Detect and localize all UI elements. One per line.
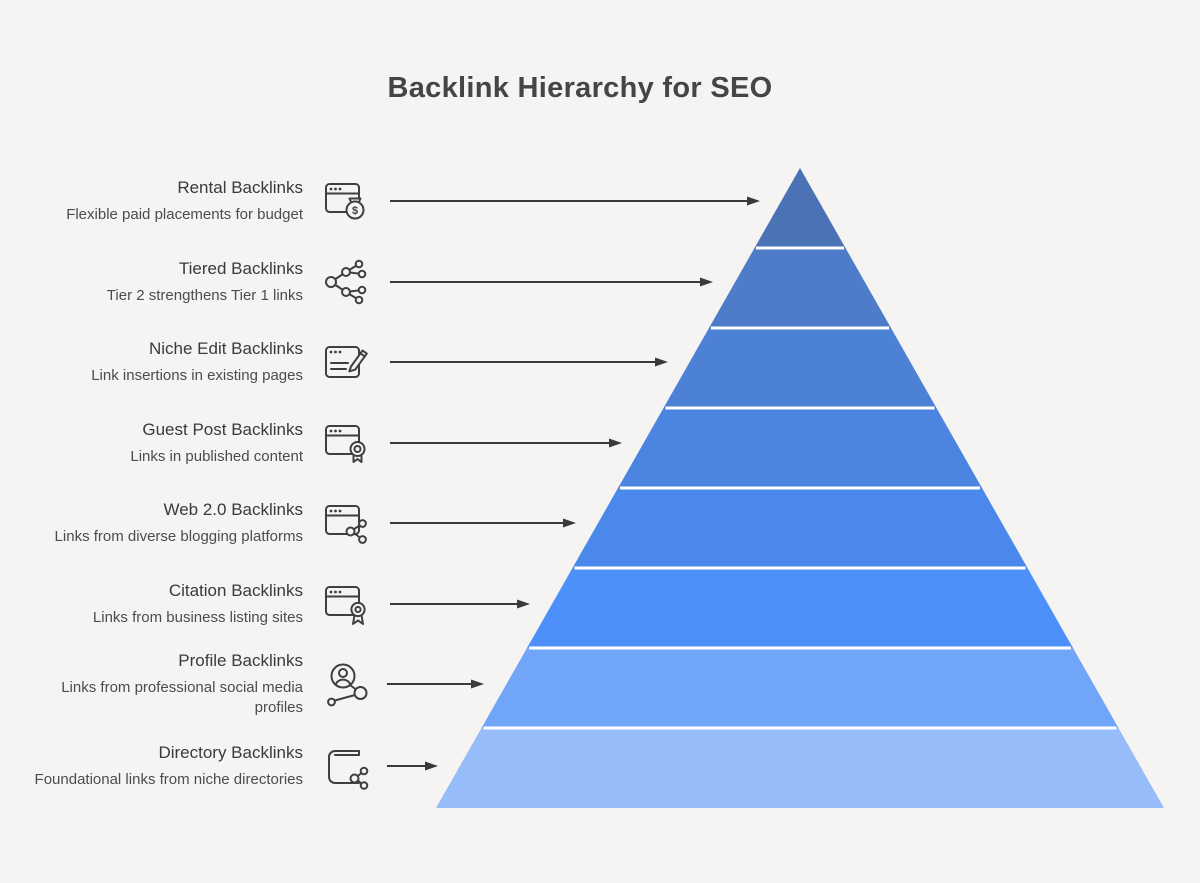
level-title: Rental Backlinks: [177, 178, 303, 197]
pyramid-layer-5: [572, 488, 1028, 568]
level-title: Web 2.0 Backlinks: [163, 500, 303, 519]
arrow-citation: [390, 599, 530, 609]
svg-text:$: $: [352, 205, 358, 217]
browser-share-icon: [322, 499, 370, 547]
arrow-web20: [390, 518, 576, 528]
profile-network-icon: [322, 660, 370, 708]
page-title: Backlink Hierarchy for SEO: [387, 72, 773, 104]
level-title: Directory Backlinks: [158, 743, 303, 762]
network-tiered-icon: [322, 258, 370, 306]
level-row-niche-edit: Niche Edit Backlinks Link insertions in …: [20, 336, 370, 388]
level-title: Citation Backlinks: [168, 581, 303, 600]
pyramid-layer-8: [436, 728, 1164, 808]
level-title: Tiered Backlinks: [178, 259, 303, 278]
level-description: Tier 2 strengthens Tier 1 links: [106, 287, 303, 304]
level-description: Links from diverse blogging platforms: [54, 528, 303, 545]
level-title: Guest Post Backlinks: [142, 420, 303, 439]
browser-medal-icon: [322, 580, 370, 628]
arrow-profile: [387, 679, 484, 689]
browser-money-icon: $: [322, 177, 370, 225]
pyramid-layer-2: [709, 248, 891, 328]
pyramid-layer-6: [527, 568, 1073, 648]
arrow-rental: [390, 196, 760, 206]
level-description: Foundational links from niche directorie…: [34, 771, 303, 788]
level-title: Niche Edit Backlinks: [148, 339, 303, 358]
arrow-niche-edit: [390, 357, 668, 367]
pyramid-layer-3: [663, 328, 937, 408]
pyramid-layer-4: [618, 408, 982, 488]
level-description: Links in published content: [130, 448, 303, 465]
browser-edit-icon: [322, 338, 370, 386]
level-title: Profile Backlinks: [178, 651, 303, 670]
level-row-citation: Citation Backlinks Links from business l…: [20, 578, 370, 630]
level-description: Links from professional social media pro…: [61, 679, 303, 716]
level-description: Flexible paid placements for budget: [66, 206, 303, 223]
level-row-guest-post: Guest Post Backlinks Links in published …: [20, 417, 370, 469]
level-row-directory: Directory Backlinks Foundational links f…: [20, 730, 370, 802]
level-row-tiered: Tiered Backlinks Tier 2 strengthens Tier…: [20, 256, 370, 308]
level-description: Links from business listing sites: [92, 609, 303, 626]
arrow-tiered: [390, 277, 713, 287]
level-row-rental: Rental Backlinks Flexible paid placement…: [20, 175, 370, 227]
browser-award-icon: [322, 419, 370, 467]
pyramid-layer-1: [754, 168, 846, 248]
book-share-icon: [322, 742, 370, 790]
arrow-guest-post: [390, 438, 622, 448]
level-row-web20: Web 2.0 Backlinks Links from diverse blo…: [20, 497, 370, 549]
level-row-profile: Profile Backlinks Links from professiona…: [20, 648, 370, 720]
level-description: Link insertions in existing pages: [91, 367, 303, 384]
pyramid-layer-7: [481, 648, 1119, 728]
arrow-directory: [387, 761, 438, 771]
